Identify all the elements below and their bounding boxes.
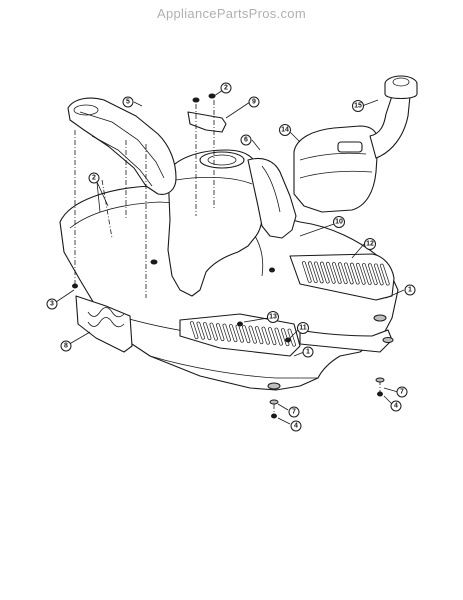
footrest-rib: [261, 326, 270, 345]
callout-c3[interactable]: 2: [88, 172, 100, 184]
hardware[interactable]: [72, 93, 394, 419]
callout-c16[interactable]: 13: [267, 311, 279, 323]
callout-c5[interactable]: 4: [290, 420, 302, 432]
footrest-rib: [229, 324, 238, 343]
footrest-rib: [374, 263, 384, 286]
hood-shell[interactable]: [247, 157, 297, 239]
footrest-rib: [196, 321, 205, 340]
callout-c2[interactable]: 2: [220, 82, 232, 94]
callout-number: 13: [269, 314, 277, 321]
footrest-rib: [326, 261, 336, 284]
callout-c7[interactable]: 5: [122, 96, 134, 108]
callout-c1[interactable]: 1: [404, 284, 416, 296]
footrest-rib: [302, 261, 312, 283]
rear-plate[interactable]: [75, 295, 133, 353]
fuel-tank[interactable]: [293, 125, 379, 213]
callout-c18[interactable]: 15: [352, 100, 364, 112]
callout-number: 7: [292, 409, 296, 416]
callout-c10[interactable]: 7: [396, 386, 408, 398]
callout-number: 2: [224, 85, 228, 92]
footrest-rib: [332, 262, 342, 284]
footrest-rib: [255, 326, 264, 345]
footrest-rib: [356, 262, 366, 285]
footrest-rib: [216, 323, 225, 342]
callout-c12[interactable]: 9: [248, 96, 260, 108]
callout-number: 1: [408, 287, 412, 294]
footrest-rib: [248, 325, 257, 344]
callout-number: 15: [354, 103, 362, 110]
footrest-left[interactable]: [179, 313, 301, 357]
callout-number: 7: [400, 389, 404, 396]
seat-arm[interactable]: [67, 97, 177, 195]
callout-number: 1: [306, 349, 310, 356]
footrest-rib: [320, 261, 330, 284]
callout-number: 8: [64, 343, 68, 350]
footrest-right[interactable]: [289, 253, 395, 301]
footrest-rib: [368, 263, 378, 286]
callout-number: 6: [244, 137, 248, 144]
watermark: AppliancePartsPros.com: [157, 6, 306, 21]
footrest-rib: [268, 327, 277, 346]
callout-number: 12: [366, 241, 374, 248]
footrest-rib: [209, 322, 218, 341]
callout-c15[interactable]: 12: [364, 238, 376, 250]
footrest-rib: [190, 321, 199, 340]
footrest-rib: [338, 262, 348, 285]
callout-number: 10: [335, 219, 343, 226]
footrest-rib: [308, 261, 318, 284]
footrest-rib: [222, 323, 231, 342]
trim-strip[interactable]: [299, 329, 393, 353]
filler-neck[interactable]: [369, 75, 418, 159]
callout-c9[interactable]: 7: [288, 406, 300, 418]
callout-number: 4: [294, 423, 298, 430]
callout-number: 4: [394, 403, 398, 410]
bracket[interactable]: [187, 111, 227, 133]
callout-number: 9: [252, 99, 256, 106]
footrest-rib: [203, 322, 212, 341]
callout-c13[interactable]: 10: [333, 216, 345, 228]
callout-number: 11: [299, 325, 307, 332]
callout-number: 14: [281, 127, 289, 134]
footrest-rib: [235, 324, 244, 343]
callout-c11[interactable]: 8: [60, 340, 72, 352]
callout-number: 5: [126, 99, 130, 106]
callout-c6[interactable]: 4: [390, 400, 402, 412]
footrest-rib: [242, 325, 251, 344]
callout-number: 2: [92, 175, 96, 182]
callout-c4[interactable]: 3: [46, 298, 58, 310]
callout-leaders: [55, 87, 405, 425]
callout-c19[interactable]: 1: [302, 346, 314, 358]
callout-c8[interactable]: 6: [240, 134, 252, 146]
callout-c14[interactable]: 11: [297, 322, 309, 334]
callout-number: 3: [50, 301, 54, 308]
callout-c17[interactable]: 14: [279, 124, 291, 136]
footrest-rib: [350, 262, 360, 285]
footrest-rib: [344, 262, 354, 285]
footrest-rib: [362, 263, 372, 285]
footrest-rib: [314, 261, 324, 284]
footrest-rib: [274, 327, 283, 346]
footrest-rib: [380, 263, 390, 286]
